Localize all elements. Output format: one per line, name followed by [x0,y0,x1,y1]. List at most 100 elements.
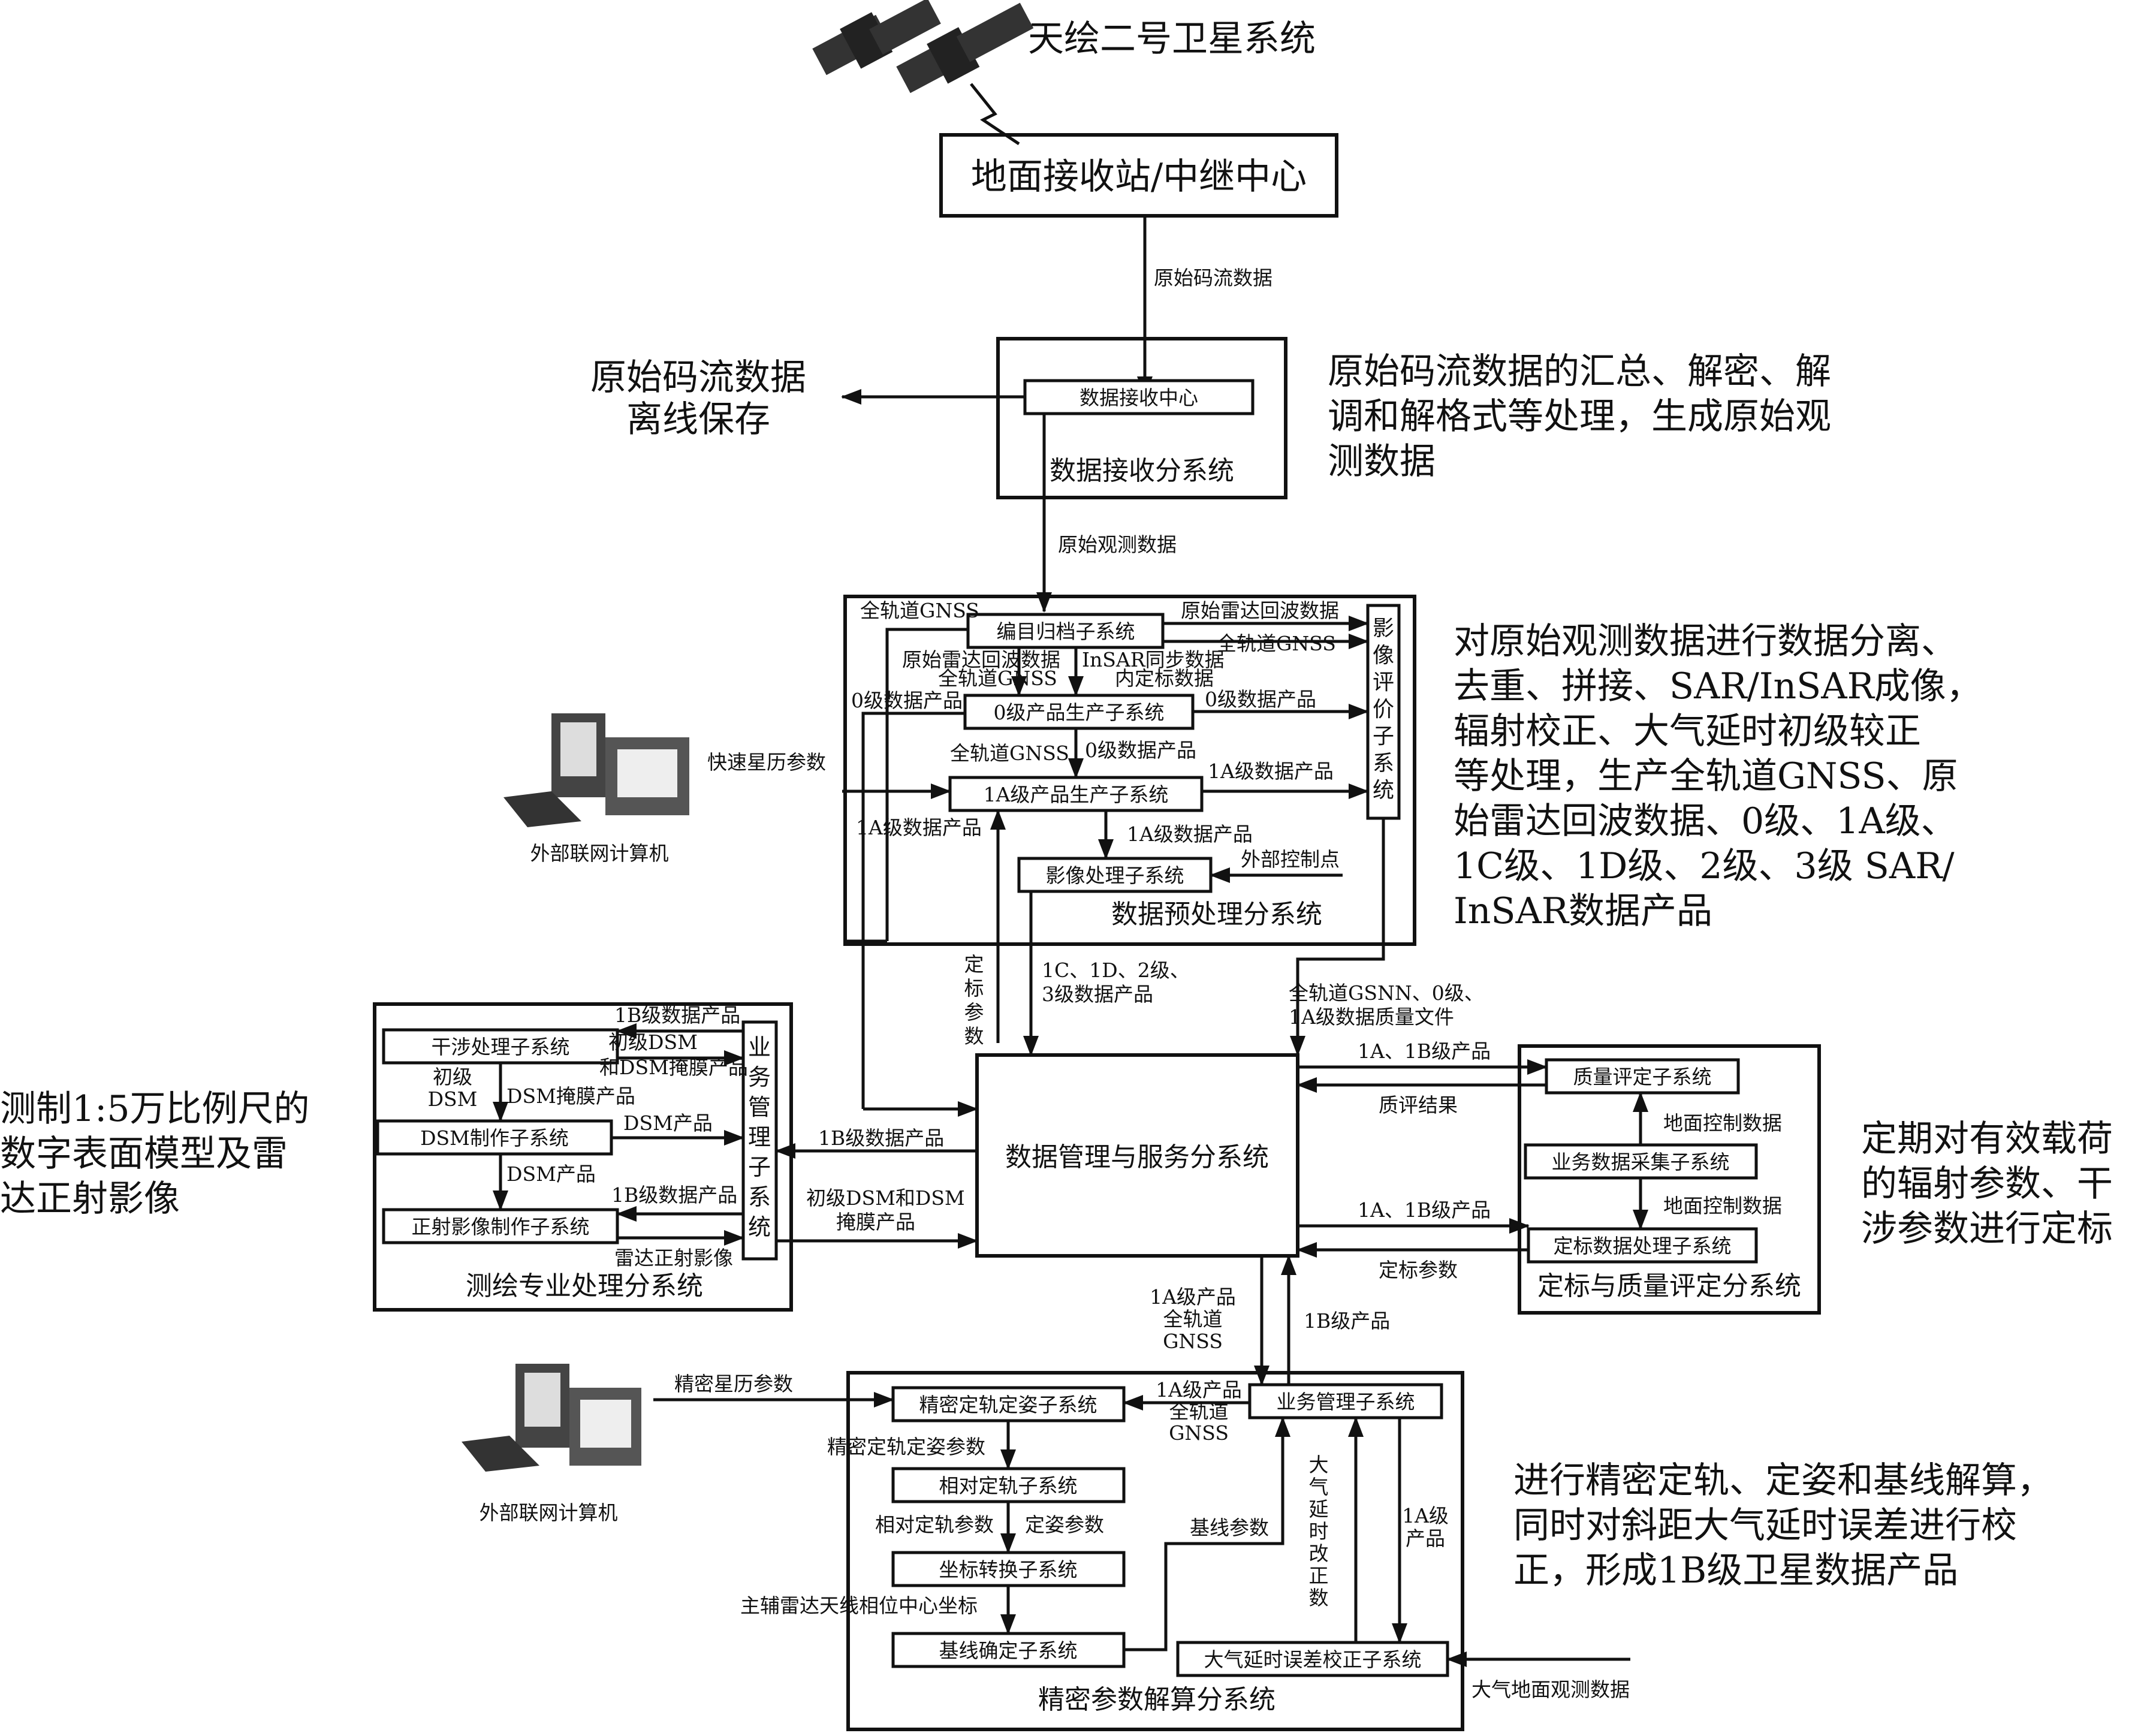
preprocess-subsystem-box [843,595,1416,946]
svg-text:统: 统 [1373,778,1394,803]
label-full-orbit-gnss: 全轨道GNSS [860,599,979,622]
svg-text:延: 延 [1309,1497,1329,1521]
svg-text:子: 子 [1373,724,1394,749]
label-external-gcp: 外部控制点 [1241,848,1340,871]
label-l1b-product: 1B级产品 [1304,1309,1390,1333]
ortho-label: 正射影像制作子系统 [412,1215,590,1238]
products-1c-label: 1C、1D、2级、 [1042,959,1190,982]
label-l0-right: 0级数据产品 [1205,688,1316,711]
quality-file-label-2: 1A级数据质量文件 [1289,1005,1454,1029]
label-antenna-center: 主辅雷达天线相位中心坐标 [740,1594,978,1617]
label-cal-param: 定标参数 [1379,1258,1458,1282]
label-dsm-prod2: DSM产品 [506,1162,596,1186]
dsm-make-label: DSM制作子系统 [420,1126,569,1150]
label-full-orbit-gnss-mid: 全轨道GNSS [938,667,1057,690]
label-l1b-mid: 1B级数据产品 [611,1183,737,1207]
quality-file-label-1: 全轨道GSNN、0级、 [1289,981,1484,1005]
label-gnss2: GNSS [1169,1421,1229,1445]
label-dsm-mask-prod: DSM掩膜产品 [506,1084,635,1108]
label-dsm-prod: DSM产品 [623,1111,713,1135]
ortho-box [382,1208,619,1244]
precise-biz-label: 业务管理子系统 [1277,1390,1415,1413]
offline-line2: 离线保存 [626,399,770,441]
external-pc-label-top: 外部联网计算机 [530,842,669,865]
label-fast-ephemeris: 快速星历参数 [707,751,826,774]
baseline-label: 基线确定子系统 [939,1639,1078,1662]
level0-label: 0级产品生产子系统 [994,701,1165,724]
svg-text:达正射影像: 达正射影像 [0,1178,180,1220]
receive-desc-3: 测数据 [1328,441,1436,483]
svg-text:涉参数进行定标: 涉参数进行定标 [1861,1208,2113,1250]
svg-text:定: 定 [964,953,984,976]
satellite-icon [812,0,941,76]
svg-text:管: 管 [748,1094,771,1120]
atmos-box [1176,1641,1449,1677]
svg-text:参: 参 [964,1000,984,1024]
raw-stream-label: 原始码流数据 [1154,266,1272,290]
svg-text:理: 理 [748,1124,771,1150]
label-full-orbit-gnss-right: 全轨道GNSS [1217,632,1336,655]
svg-text:数字表面模型及雷: 数字表面模型及雷 [0,1133,288,1175]
satellite-icon [896,2,1034,94]
arrow-baseline-biz [1124,1416,1290,1651]
offline-line1: 原始码流数据 [590,357,806,399]
label-l1a-left: 1A级数据产品 [856,816,982,839]
label-dsm: DSM [428,1087,478,1111]
svg-text:价: 价 [1373,697,1394,722]
receive-subsystem-box [996,337,1287,499]
mapping-subsystem-label: 测绘专业处理分系统 [466,1271,703,1301]
svg-text:大: 大 [1309,1453,1329,1476]
preprocess-desc: 对原始观测数据进行数据分离、 去重、拼接、SAR/InSAR成像， 辐射校正、大… [1454,620,1982,932]
label-baseline-param: 基线参数 [1190,1516,1269,1539]
label-init: 初级 [433,1065,472,1089]
label-raw-radar-echo-left: 原始雷达回波数据 [902,648,1060,671]
label-gnss: GNSS [1163,1330,1223,1353]
receive-desc-2: 调和解格式等处理，生成原始观 [1328,396,1831,438]
label-insar-sync: InSAR同步数据 [1082,648,1225,671]
svg-text:去重、拼接、SAR/InSAR成像，: 去重、拼接、SAR/InSAR成像， [1454,665,1982,707]
svg-text:务: 务 [748,1064,771,1090]
label-gcd2: 地面控制数据 [1663,1194,1782,1217]
label-precise-ephemeris: 精密星历参数 [674,1372,793,1396]
rel-orbit-label: 相对定轨子系统 [939,1474,1078,1497]
svg-text:辐射校正、大气延时初级较正: 辐射校正、大气延时初级较正 [1454,710,1921,752]
svg-text:业: 业 [748,1034,771,1060]
label-l1a-1b-top: 1A、1B级产品 [1358,1039,1491,1063]
svg-text:的辐射参数、干: 的辐射参数、干 [1861,1163,2113,1205]
label-radar-ortho: 雷达正射影像 [614,1246,733,1270]
svg-text:1C级、1D级、2级、3级 SAR/: 1C级、1D级、2级、3级 SAR/ [1454,845,1955,887]
svg-text:数: 数 [964,1024,984,1048]
interfer-label: 干涉处理子系统 [432,1035,570,1059]
label-quality-result: 质评结果 [1379,1093,1458,1117]
dms-label: 数据管理与服务分系统 [1005,1142,1269,1173]
satellite-title: 天绘二号卫星系统 [1028,18,1316,60]
line-catalog-left [885,628,968,941]
signal-zigzag [970,83,1020,146]
svg-text:同时对斜距大气延时误差进行校: 同时对斜距大气延时误差进行校 [1513,1505,2017,1547]
label-l1b-top: 1B级数据产品 [614,1003,740,1027]
preprocess-subsystem-label: 数据预处理分系统 [1111,899,1322,930]
raw-obs-label: 原始观测数据 [1058,533,1177,556]
label-and-dsm-mask: 和DSM掩膜产品 [599,1056,748,1079]
svg-text:像: 像 [1373,643,1394,668]
atmos-label: 大气延时误差校正子系统 [1204,1648,1422,1671]
label-full-orbit: 全轨道 [1163,1307,1223,1331]
label-l1a-right: 1A级数据产品 [1208,760,1334,783]
svg-text:始雷达回波数据、0级、1A级、: 始雷达回波数据、0级、1A级、 [1454,800,1957,842]
image-eval-label: 影 像 评 价 子 系 统 [1373,616,1394,803]
calib-subsystem-box [1518,1044,1821,1315]
label-l1a-down: 1A级数据产品 [1127,822,1253,846]
label-full-orbit2: 全轨道 [1169,1400,1229,1423]
coord-label: 坐标转换子系统 [939,1558,1078,1581]
mapping-biz-label: 业 务 管 理 子 系 统 [748,1034,771,1240]
external-pc-label-bottom: 外部联网计算机 [480,1501,618,1524]
label-gcd1: 地面控制数据 [1663,1111,1782,1135]
collect-label: 业务数据采集子系统 [1552,1150,1730,1174]
receive-subsystem-label: 数据接收分系统 [1050,456,1234,486]
line-l0-left [861,712,965,1109]
svg-text:对原始观测数据进行数据分离、: 对原始观测数据进行数据分离、 [1454,620,1957,662]
quality-box [1545,1058,1740,1095]
svg-text:测制1:5万比例尺的: 测制1:5万比例尺的 [0,1088,310,1130]
label-full-orbit-gnss-l1a: 全轨道GNSS [950,742,1069,765]
label-rel-orbit-param: 相对定轨参数 [875,1513,994,1536]
